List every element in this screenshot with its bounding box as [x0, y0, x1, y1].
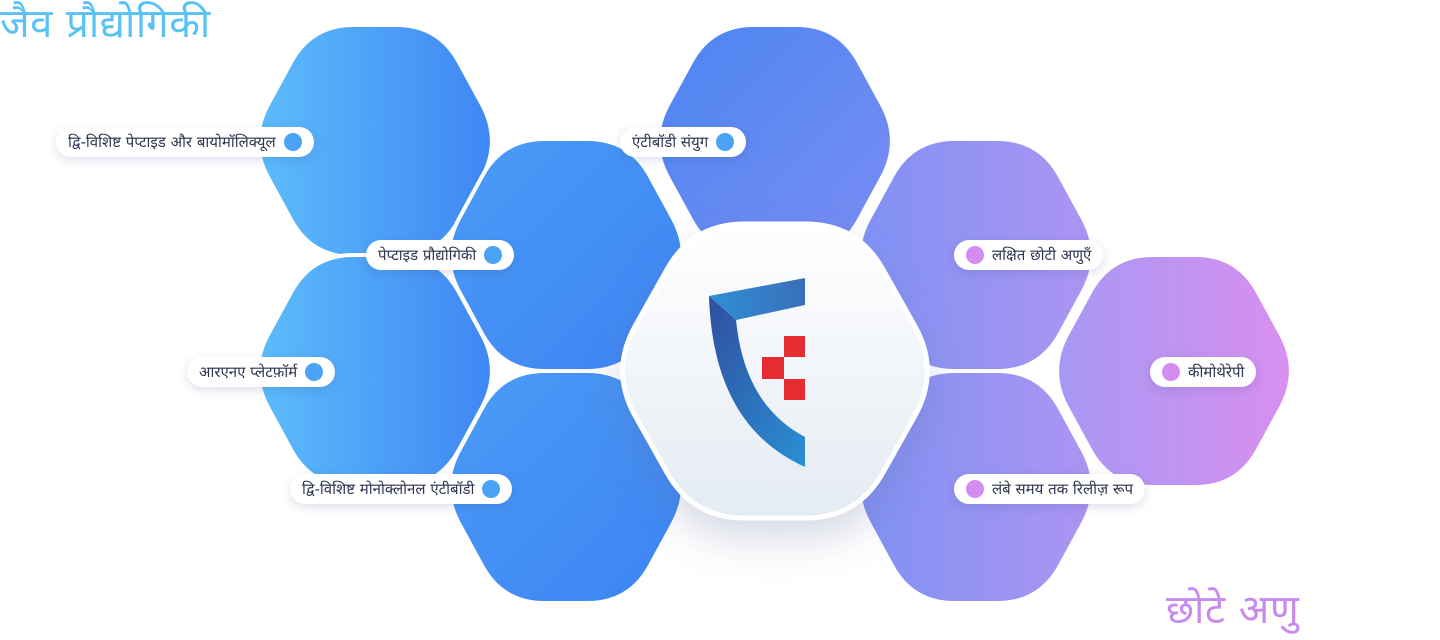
logo-shield-curve — [709, 296, 805, 467]
shield-logo-icon — [709, 278, 805, 467]
blue-dot-icon — [305, 363, 324, 381]
violet-dot-icon — [966, 246, 984, 264]
violet-dot-icon — [1162, 363, 1180, 381]
logo-top-band — [709, 278, 805, 320]
label-bispecific-antibodies: द्वि-विशिष्ट मोनोक्लोनल एंटीबॉडी — [290, 474, 513, 504]
label-bispecific-peptides: द्वि-विशिष्ट पेप्टाइड और बायोमॉलिक्यूल — [56, 127, 314, 157]
biotech-title: जैव प्रौद्योगिकी — [0, 1, 211, 47]
label-peptide-technology: पेप्टाइड प्रौद्योगिकी — [366, 240, 515, 270]
logo-red-square-bottom — [784, 379, 805, 400]
label-antibody-conjugates: एंटीबॉडी संयुग — [620, 127, 747, 157]
logo-red-square-top — [784, 336, 805, 357]
blue-dot-icon — [283, 133, 302, 151]
blue-dot-icon — [716, 133, 735, 151]
label-long-release: लंबे समय तक रिलीज़ रूप — [954, 474, 1146, 504]
violet-dot-icon — [966, 480, 984, 498]
hex-antibody-conjugates — [656, 23, 894, 259]
hex-bispecific-antibodies — [447, 369, 685, 605]
blue-dot-icon — [484, 246, 503, 264]
blue-dot-icon — [482, 480, 501, 498]
label-chemotherapy: कीमोथेरेपी — [1150, 357, 1257, 387]
small-molecules-title: छोटे अणु — [1166, 587, 1300, 633]
logo-red-square-mid — [762, 357, 784, 379]
label-targeted-small-molecules: लक्षित छोटी अणुएँ — [954, 240, 1104, 270]
label-rna-platform: आरएनए प्लेटफ़ॉर्म — [187, 357, 336, 387]
